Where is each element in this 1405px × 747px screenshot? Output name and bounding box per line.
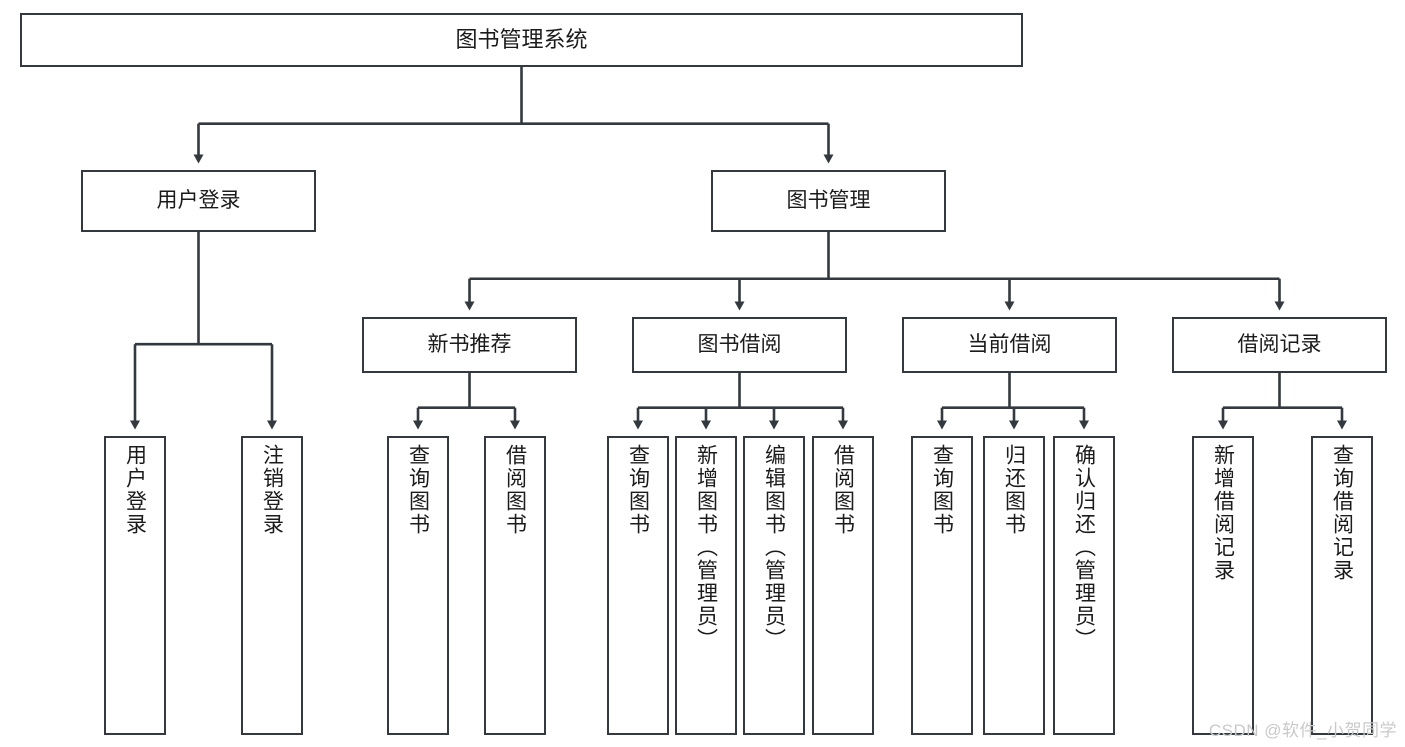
node-label: 用户登录 xyxy=(156,188,241,212)
node-current[interactable]: 当前借阅 xyxy=(902,317,1117,373)
node-label: 借阅记录 xyxy=(1237,332,1322,356)
node-leaf8[interactable]: 借阅图书 xyxy=(812,436,874,735)
node-leaf7[interactable]: 编辑图书（管理员） xyxy=(743,436,805,735)
node-label: 借阅图书 xyxy=(503,444,527,536)
node-label: 借阅图书 xyxy=(831,444,855,536)
node-borrow[interactable]: 图书借阅 xyxy=(632,317,847,373)
node-login[interactable]: 用户登录 xyxy=(81,170,316,232)
node-leaf2[interactable]: 注销登录 xyxy=(241,436,303,735)
node-leaf10[interactable]: 归还图书 xyxy=(983,436,1045,735)
node-label: 编辑图书（管理员） xyxy=(762,444,786,651)
node-label: 图书借阅 xyxy=(697,332,782,356)
node-label: 注销登录 xyxy=(260,444,284,536)
node-label: 查询图书 xyxy=(930,444,954,536)
node-leaf4[interactable]: 借阅图书 xyxy=(484,436,546,735)
node-label: 图书管理系统 xyxy=(455,27,588,53)
node-leaf6[interactable]: 新增图书（管理员） xyxy=(675,436,737,735)
node-leaf3[interactable]: 查询图书 xyxy=(387,436,449,735)
node-leaf11[interactable]: 确认归还（管理员） xyxy=(1053,436,1115,735)
node-leaf13[interactable]: 查询借阅记录 xyxy=(1311,436,1373,735)
node-leaf9[interactable]: 查询图书 xyxy=(911,436,973,735)
node-label: 用户登录 xyxy=(123,444,147,536)
node-label: 查询图书 xyxy=(406,444,430,536)
node-label: 图书管理 xyxy=(786,188,871,212)
node-label: 查询借阅记录 xyxy=(1330,444,1354,582)
node-label: 新增图书（管理员） xyxy=(694,444,718,651)
node-label: 确认归还（管理员） xyxy=(1072,444,1096,651)
node-leaf12[interactable]: 新增借阅记录 xyxy=(1192,436,1254,735)
node-label: 归还图书 xyxy=(1002,444,1026,536)
node-records[interactable]: 借阅记录 xyxy=(1172,317,1387,373)
node-label: 当前借阅 xyxy=(967,332,1052,356)
node-leaf5[interactable]: 查询图书 xyxy=(607,436,669,735)
node-label: 新书推荐 xyxy=(427,332,512,356)
node-root[interactable]: 图书管理系统 xyxy=(20,13,1023,67)
node-newbook[interactable]: 新书推荐 xyxy=(362,317,577,373)
node-label: 查询图书 xyxy=(626,444,650,536)
node-bookmgmt[interactable]: 图书管理 xyxy=(711,170,946,232)
csdn-watermark: CSDN @软件_小贺同学 xyxy=(1208,721,1397,740)
node-leaf1[interactable]: 用户登录 xyxy=(104,436,166,735)
node-label: 新增借阅记录 xyxy=(1211,444,1235,582)
